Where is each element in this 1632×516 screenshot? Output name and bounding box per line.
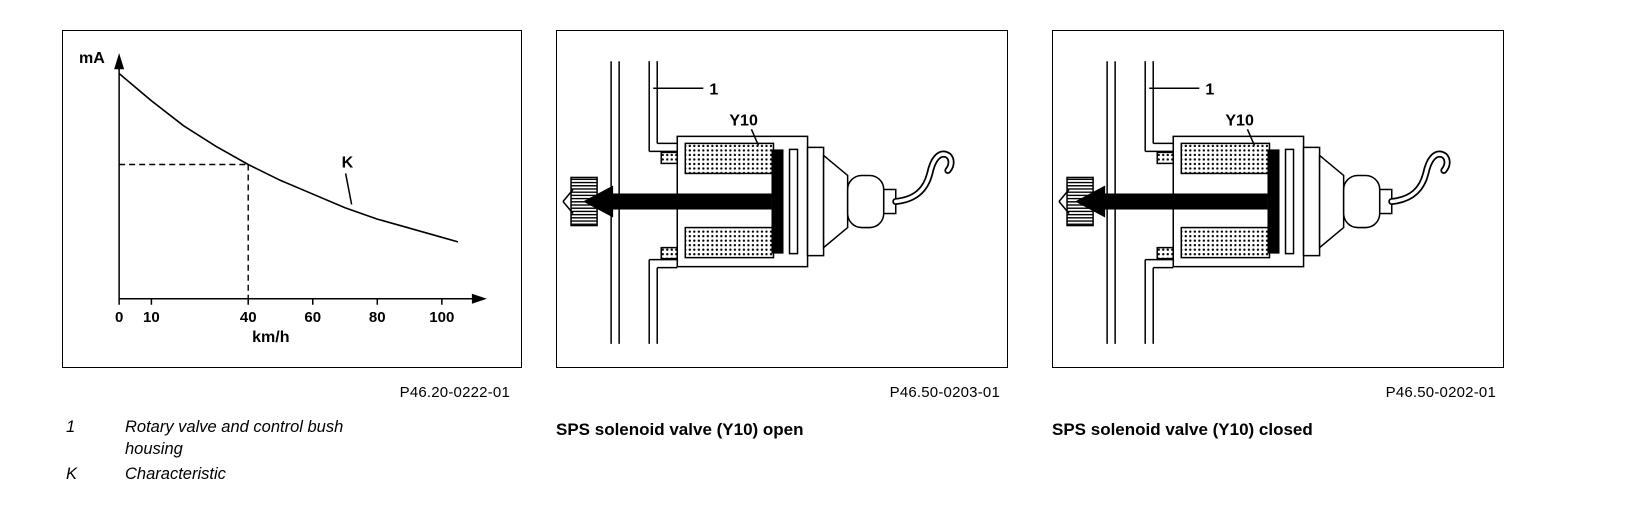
valve-disc xyxy=(788,148,799,255)
spline-chevron xyxy=(562,188,574,202)
valve-label: Y10 xyxy=(1225,111,1254,129)
curve-label-leader xyxy=(344,173,353,205)
chart-caption: P46.20-0222-01 xyxy=(399,384,510,401)
armature-shaft xyxy=(601,193,772,210)
valve-closed-title: SPS solenoid valve (Y10) closed xyxy=(1052,420,1313,439)
valve-plate xyxy=(1267,149,1280,254)
valve-open-caption: P46.50-0203-01 xyxy=(889,384,1000,401)
cable xyxy=(1388,150,1451,206)
chart-axes xyxy=(114,53,487,304)
x-tick-labels: 0 10 40 60 80 100 xyxy=(115,298,454,326)
housing-label: 1 xyxy=(1205,80,1214,98)
x-tick-label: 40 xyxy=(240,309,257,326)
seal-upper xyxy=(660,151,679,165)
x-axis-arrow-icon xyxy=(471,293,487,304)
x-axis-label: km/h xyxy=(252,328,289,346)
housing-label: 1 xyxy=(709,80,718,98)
valve-open-title: SPS solenoid valve (Y10) open xyxy=(556,420,804,439)
characteristic-chart: 0 10 40 60 80 100 mA km/h K xyxy=(79,49,487,346)
y-axis-arrow-icon xyxy=(114,53,125,70)
solenoid-coil-lower xyxy=(1180,226,1271,259)
x-tick-label: 80 xyxy=(369,309,386,326)
legend-key-k: K xyxy=(66,465,78,483)
valve-leader-line xyxy=(750,129,760,146)
cable xyxy=(892,150,955,206)
valve-closed-caption: P46.50-0202-01 xyxy=(1385,384,1496,401)
valve-callout: Y10 xyxy=(729,111,760,146)
characteristic-curve xyxy=(118,72,459,243)
curve-label-text: K xyxy=(342,153,354,171)
solenoid-coil-lower xyxy=(684,226,775,259)
armature xyxy=(583,185,772,218)
spline-chevron xyxy=(1058,188,1070,202)
solenoid-coil-upper xyxy=(684,142,775,175)
valve-plate xyxy=(771,149,784,254)
legend-key-1: 1 xyxy=(66,418,76,436)
curve-label-k: K xyxy=(342,153,354,205)
solenoid-coil-upper xyxy=(1180,142,1271,175)
legend-row-characteristic: K Characteristic xyxy=(66,463,343,485)
valve-callout: Y10 xyxy=(1225,111,1256,146)
seal-upper xyxy=(1156,151,1175,165)
x-tick-label: 100 xyxy=(429,309,454,326)
figure-legend: 1 Rotary valve and control bush housing … xyxy=(66,416,343,488)
characteristic-chart-panel: 0 10 40 60 80 100 mA km/h K xyxy=(62,30,522,368)
valve-disc xyxy=(1284,148,1295,255)
y-axis-label: mA xyxy=(79,49,105,67)
armature xyxy=(1075,185,1268,218)
valve-leader-line xyxy=(1246,129,1256,146)
dashed-marker xyxy=(119,163,249,299)
seal-lower xyxy=(1156,246,1175,260)
legend-row-housing: 1 Rotary valve and control bush housing xyxy=(66,416,343,460)
x-tick-label: 0 xyxy=(115,309,123,326)
legend-text-characteristic: Characteristic xyxy=(125,465,226,483)
housing-callout: 1 xyxy=(653,80,718,98)
legend-text-housing: Rotary valve and control bush housing xyxy=(125,418,344,458)
valve-label: Y10 xyxy=(729,111,758,129)
x-tick-label: 60 xyxy=(304,309,321,326)
connector-boot xyxy=(806,146,955,257)
housing-callout: 1 xyxy=(1149,80,1214,98)
seal-lower xyxy=(660,246,679,260)
connector-boot xyxy=(1302,146,1451,257)
x-tick-label: 10 xyxy=(143,309,160,326)
solenoid-body xyxy=(1172,135,1305,268)
armature-shaft xyxy=(1093,193,1268,210)
